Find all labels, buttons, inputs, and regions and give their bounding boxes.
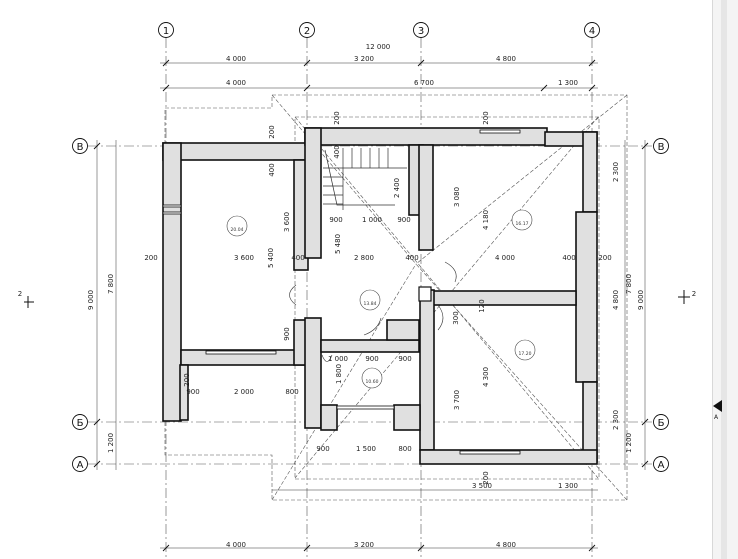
scrollbar-track[interactable] xyxy=(721,0,727,559)
axis-a-left: А xyxy=(77,460,84,471)
axis-4: 4 xyxy=(589,26,595,37)
dim-top2-3: 1 300 xyxy=(558,79,578,87)
dim-left-total: 9 000 xyxy=(87,290,95,310)
axis-b-left: Б xyxy=(77,418,84,429)
dim-top-2: 3 200 xyxy=(354,55,374,63)
dim-inner: 3 700 xyxy=(453,390,461,410)
dim-inner: 200 xyxy=(482,111,490,124)
dim-inner: 2 400 xyxy=(393,178,401,198)
dim-inner: 2 000 xyxy=(234,388,254,396)
stair xyxy=(323,148,407,210)
dim-inner: 3 080 xyxy=(453,187,461,207)
dim-inner: 900 xyxy=(365,355,378,363)
marker-triangle-icon[interactable] xyxy=(713,400,722,412)
dimension-ticks xyxy=(93,59,649,552)
dim-inner: 4 300 xyxy=(482,367,490,387)
dim-right-2300a: 2 300 xyxy=(612,162,620,182)
dim-top-1: 4 000 xyxy=(226,55,246,63)
room-tag-5: 10.60 xyxy=(366,379,379,385)
axis-2: 2 xyxy=(304,26,310,37)
walls xyxy=(162,127,598,465)
dim-inner: 300 xyxy=(452,311,460,324)
dim-inner: 200 xyxy=(183,373,191,386)
section-mark-left-label: 2 xyxy=(18,290,22,298)
column xyxy=(418,286,432,302)
dim-inner: 400 xyxy=(268,163,276,176)
dim-inner: 900 xyxy=(397,216,410,224)
dim-inner: 200 xyxy=(268,125,276,138)
dim-inner: 1 800 xyxy=(335,364,343,384)
room-tag-1: 20.04 xyxy=(231,227,244,233)
axis-v-left: В xyxy=(77,142,84,153)
room-tags xyxy=(226,209,536,389)
axis-3: 3 xyxy=(418,26,424,37)
door-swings xyxy=(289,261,457,362)
dim-inner: 900 xyxy=(329,216,342,224)
dim-inner: 900 xyxy=(283,327,291,340)
dim-inner: 200 xyxy=(144,254,157,262)
dim-total-top: 12 000 xyxy=(366,43,391,51)
dim-right-7800: 7 800 xyxy=(625,274,633,294)
dim-right-4800: 4 800 xyxy=(612,290,620,310)
dim-inner: 900 xyxy=(398,355,411,363)
dim-inner: 900 xyxy=(316,445,329,453)
axis-1: 1 xyxy=(163,26,169,37)
dim-inner: 200 xyxy=(333,111,341,124)
dim-inner: 400 xyxy=(562,254,575,262)
section-mark-left xyxy=(24,296,34,308)
dim-bottom-row1-1: 3 500 xyxy=(472,482,492,490)
axis-v-right: В xyxy=(658,142,665,153)
dim-inner: 4 180 xyxy=(482,210,490,230)
dimension-lines xyxy=(96,62,646,549)
dim-bottom-3: 4 800 xyxy=(496,541,516,549)
dim-left-7800: 7 800 xyxy=(107,274,115,294)
dim-inner: 5 480 xyxy=(334,234,342,254)
room-tag-4: 17.20 xyxy=(519,351,532,357)
section-mark-right-label: 2 xyxy=(692,290,696,298)
windows xyxy=(162,129,521,455)
room-tag-2: 16.17 xyxy=(516,221,529,227)
dim-right-total: 9 000 xyxy=(637,290,645,310)
dim-inner: 3 600 xyxy=(283,212,291,232)
dim-inner: 5 400 xyxy=(267,248,275,268)
dim-inner: 120 xyxy=(478,299,486,312)
dim-inner: 4 000 xyxy=(495,254,515,262)
dim-inner: 800 xyxy=(285,388,298,396)
dim-inner: 200 xyxy=(482,471,490,484)
axis-b-right: Б xyxy=(658,418,665,429)
dim-inner: 200 xyxy=(598,254,611,262)
dim-left-1200: 1 200 xyxy=(107,433,115,453)
dim-inner: 1 000 xyxy=(328,355,348,363)
dim-top2-2: 6 700 xyxy=(414,79,434,87)
dim-inner: 2 800 xyxy=(354,254,374,262)
dim-top-3: 4 800 xyxy=(496,55,516,63)
axis-a-right: А xyxy=(658,460,665,471)
dim-right-2300b: 2 300 xyxy=(612,410,620,430)
dim-inner: 400 xyxy=(291,254,304,262)
room-tag-3: 13.84 xyxy=(364,301,377,307)
dim-bottom-row1-2: 1 300 xyxy=(558,482,578,490)
dim-right-1200: 1 200 xyxy=(625,433,633,453)
dim-inner: 3 600 xyxy=(234,254,254,262)
section-mark-right xyxy=(678,290,690,304)
dim-bottom-2: 3 200 xyxy=(354,541,374,549)
right-panel: A xyxy=(712,0,738,559)
dim-bottom-1: 4 000 xyxy=(226,541,246,549)
dim-inner: 800 xyxy=(398,445,411,453)
dim-inner: 900 xyxy=(186,388,199,396)
dim-inner: 1 500 xyxy=(356,445,376,453)
axis-bubbles xyxy=(72,22,669,472)
dim-inner: 1 000 xyxy=(362,216,382,224)
marker-label: A xyxy=(714,414,719,421)
dim-top2-1: 4 000 xyxy=(226,79,246,87)
dim-inner: 400 xyxy=(333,145,341,158)
dim-inner: 400 xyxy=(405,254,418,262)
